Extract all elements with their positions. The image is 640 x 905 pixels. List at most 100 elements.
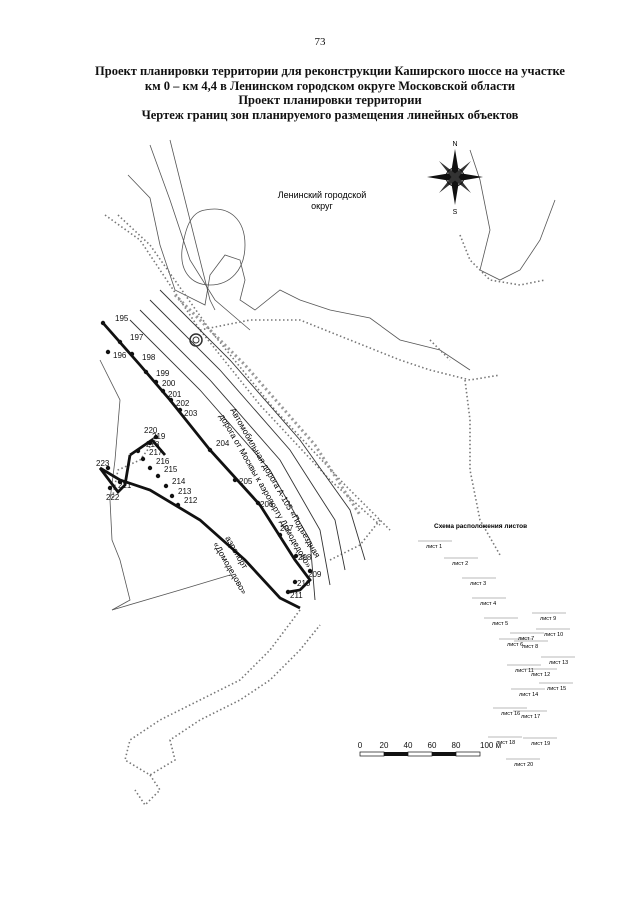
compass-north-label: N [452, 141, 457, 148]
boundary-point-label-197: 197 [130, 333, 144, 342]
sheet-label: лист 2 [452, 561, 468, 567]
interchange-symbol [189, 333, 203, 347]
boundary-point-label-204: 204 [216, 439, 230, 448]
sheet-label: лист 4 [480, 601, 496, 607]
sheet-6: лист 6 [499, 638, 533, 648]
sheet-label: лист 10 [544, 632, 563, 638]
scale-tick-label: 80 [452, 741, 461, 750]
boundary-point-label-208: 208 [298, 553, 312, 562]
boundary-point-label-213: 213 [178, 487, 192, 496]
boundary-point-203 [177, 407, 183, 413]
page-number: 73 [314, 36, 326, 48]
sheet-label: лист 9 [540, 616, 556, 622]
boundary-point-223 [105, 465, 111, 471]
boundary-point-219 [147, 440, 153, 446]
boundary-point-211 [285, 589, 291, 595]
boundary-points [100, 320, 313, 595]
sheet-7: лист 7 [510, 632, 544, 642]
sheet-label: лист 16 [501, 711, 520, 717]
sheet-scheme-title: Схема расположения листов [434, 523, 527, 530]
boundary-point-label-220: 220 [144, 426, 158, 435]
boundary-point-204 [207, 447, 213, 453]
scale-tick-label: 60 [428, 741, 437, 750]
sheet-layout-scheme: Схема расположения листов лист 1 лист 2 ли… [418, 523, 575, 768]
boundary-point-label-207: 207 [280, 524, 294, 533]
sheet-4: лист 4 [472, 597, 506, 607]
boundary-point-213 [169, 493, 175, 499]
boundary-point-label-215: 215 [164, 465, 178, 474]
boundary-point-label-211: 211 [290, 591, 303, 600]
boundary-point-205 [232, 477, 238, 483]
sheet-label: лист 1 [426, 544, 442, 550]
sheet-1: лист 1 [418, 540, 452, 550]
sheet-label: лист 12 [531, 672, 550, 678]
boundary-point-label-205: 205 [239, 477, 253, 486]
title-block: Проект планировки территории для реконст… [40, 64, 620, 122]
title-line-1: Проект планировки территории для реконст… [95, 64, 565, 78]
boundary-point-195 [100, 320, 106, 326]
boundary-point-198 [129, 351, 135, 357]
sheet-14: лист 14 [511, 688, 545, 698]
boundary-point-label-210: 210 [297, 579, 311, 588]
boundary-point-220 [153, 434, 159, 440]
boundary-point-label-200: 200 [162, 379, 176, 388]
compass-south-label: S [453, 209, 458, 216]
sheet-2: лист 2 [444, 557, 478, 567]
sheet-label: лист 13 [549, 660, 568, 666]
title-line-3: Проект планировки территории [238, 93, 422, 107]
sheet-label: лист 11 [515, 668, 534, 674]
sheet-label: лист 6 [507, 642, 523, 648]
boundary-point-label-212: 212 [184, 496, 198, 505]
boundary-point-215 [155, 473, 161, 479]
boundary-point-label-202: 202 [176, 399, 190, 408]
scale-tick-label: 100 м [480, 741, 501, 750]
boundary-point-196 [105, 349, 111, 355]
sheet-label: лист 3 [470, 581, 486, 587]
sheet-19: лист 19 [523, 737, 557, 747]
sheet-9: лист 9 [532, 612, 566, 622]
boundary-point-216 [147, 465, 153, 471]
sheet-label: лист 7 [518, 636, 534, 642]
boundary-point-label-221: 221 [118, 481, 132, 490]
boundary-point-label-209: 209 [308, 570, 322, 579]
boundary-point-201 [160, 388, 166, 394]
title-line-4: Чертеж границ зон планируемого размещени… [141, 107, 519, 122]
sheet-17: лист 17 [513, 710, 547, 720]
scale-tick-label: 0 [358, 741, 363, 750]
boundary-point-209 [307, 568, 313, 574]
boundary-point-210 [292, 579, 298, 585]
sheet-18: лист 18 [488, 736, 522, 746]
road-hatch [173, 293, 362, 516]
boundary-point-label-198: 198 [142, 353, 156, 362]
sheet-8: лист 8 [514, 640, 548, 650]
boundary-point-label-219: 219 [152, 432, 166, 441]
sheet-label: лист 17 [521, 714, 540, 720]
boundary-point-202 [168, 397, 174, 403]
boundary-point-197 [117, 339, 123, 345]
boundary-point-label-201: 201 [168, 390, 182, 399]
boundary-point-217 [140, 456, 146, 462]
boundary-point-label-195: 195 [115, 314, 129, 323]
boundary-point-label-203: 203 [184, 409, 198, 418]
sheet-12: лист 12 [523, 668, 557, 678]
sheet-label: лист 8 [522, 644, 538, 650]
sheet-15: лист 15 [539, 682, 573, 692]
boundary-point-labels: 1951961971981992002012022032042052062072… [96, 314, 322, 600]
sheet-11: лист 11 [507, 664, 541, 674]
boundary-point-label-214: 214 [172, 477, 186, 486]
road-corridor [129, 289, 366, 601]
scale-tick-label: 20 [380, 741, 389, 750]
sheet-label: лист 14 [519, 692, 538, 698]
boundary-point-212 [175, 502, 181, 508]
sheet-label: лист 5 [492, 621, 508, 627]
boundary-point-label-223: 223 [96, 459, 110, 468]
sheet-label: лист 20 [514, 762, 533, 768]
boundary-point-label-216: 216 [156, 457, 170, 466]
boundary-point-207 [277, 532, 283, 538]
boundary-point-218 [135, 448, 141, 454]
title-line-2: км 0 – км 4,4 в Ленинском городском окру… [144, 78, 516, 93]
sheet-16: лист 16 [493, 707, 527, 717]
dotted-boundaries [104, 214, 546, 807]
